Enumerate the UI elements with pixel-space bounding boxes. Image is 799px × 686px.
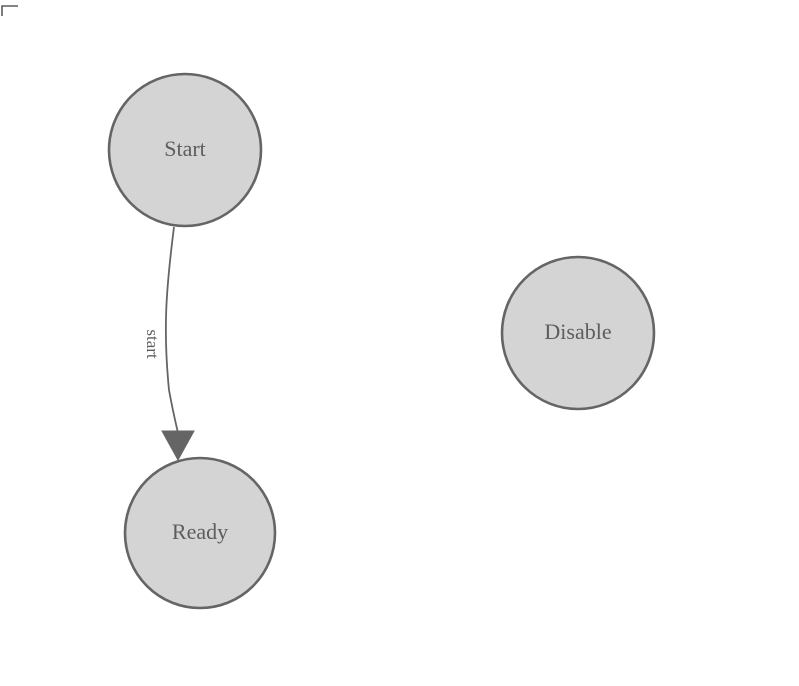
edge-label-start: start [143,329,162,359]
state-node-disable[interactable]: Disable [500,255,656,411]
state-node-circle[interactable] [107,72,263,228]
edge-arrowhead-icon [161,430,195,462]
edge-line [164,226,179,434]
state-node-circle[interactable] [500,255,656,411]
selection-corner-bracket-icon [1,5,18,16]
state-node-start[interactable]: Start [107,72,263,228]
state-node-circle[interactable] [123,456,277,610]
state-node-ready[interactable]: Ready [123,456,277,610]
edge-start-to-ready[interactable]: start [143,226,195,462]
